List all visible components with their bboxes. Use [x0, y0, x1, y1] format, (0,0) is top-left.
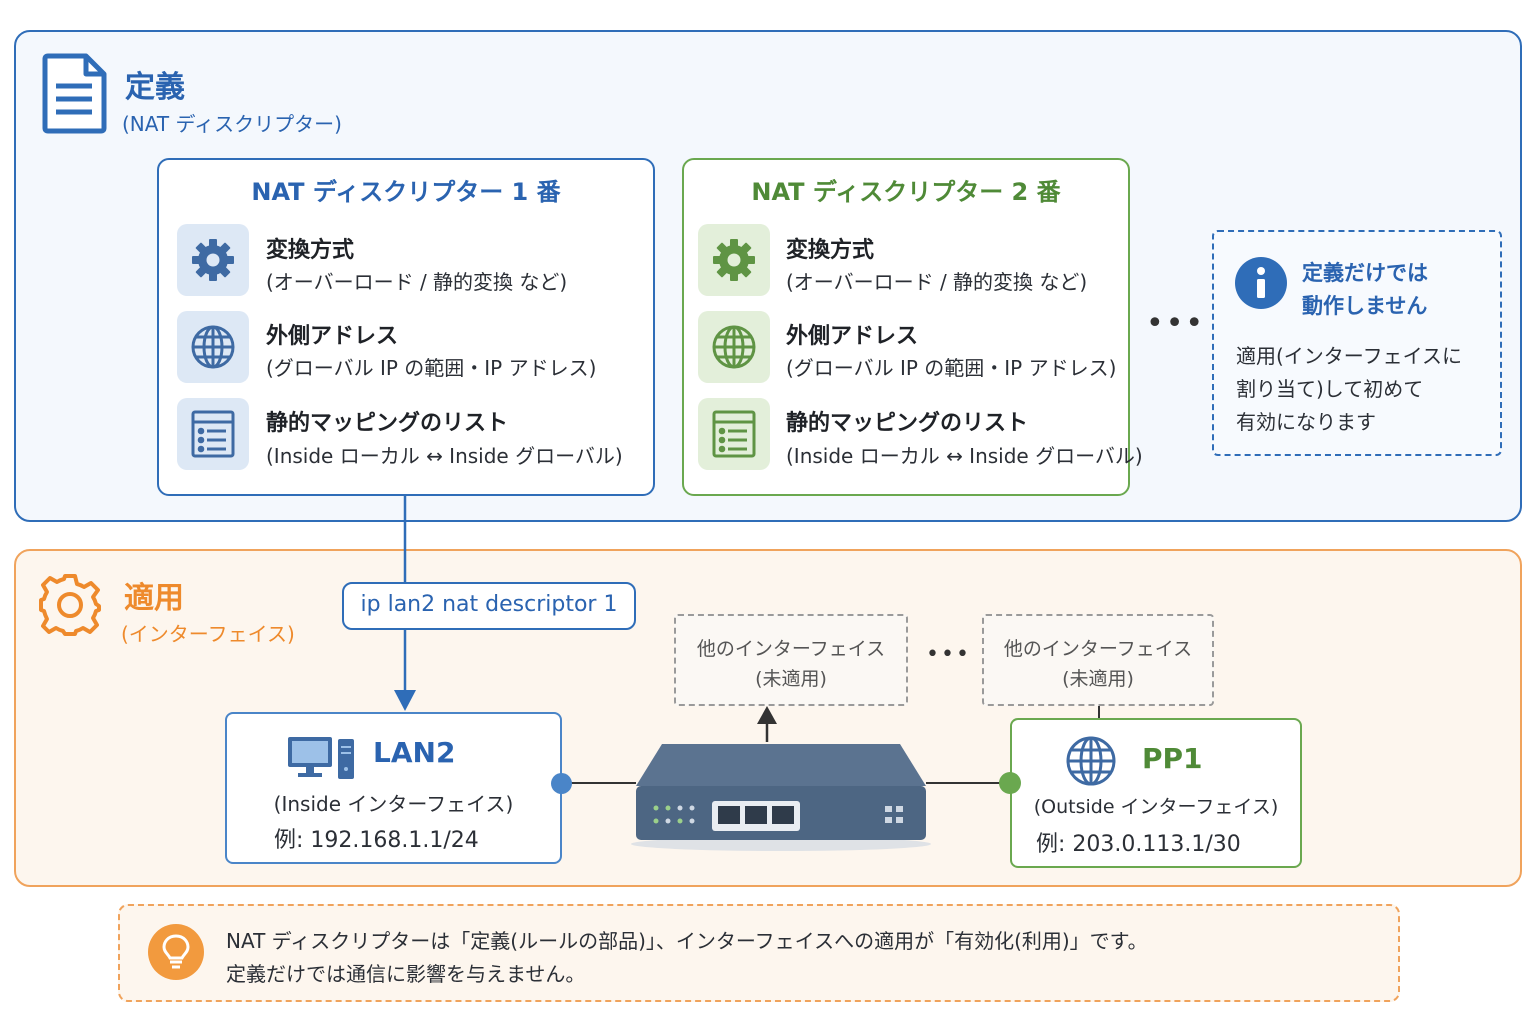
descriptor-1-row-3-desc: (Inside ローカル ↔ Inside グローバル)	[266, 444, 623, 468]
definition-subtitle: (NAT ディスクリプター)	[122, 112, 342, 136]
descriptor-1-row-2-desc: (グローバル IP の範囲・IP アドレス)	[266, 356, 597, 380]
document-icon	[42, 52, 108, 134]
pp1-port-dot	[999, 772, 1021, 794]
application-subtitle: (インターフェイス)	[121, 622, 295, 646]
lan2-interface-box	[225, 712, 562, 864]
other-interface-2	[982, 614, 1214, 706]
gear-icon	[698, 224, 770, 296]
descriptor-2-title: NAT ディスクリプター 2 番	[751, 178, 1061, 206]
other-interface-2-label: 他のインターフェイス	[1003, 638, 1193, 660]
pp1-interface-box	[1010, 718, 1302, 868]
descriptor-2-row-2-desc: (グローバル IP の範囲・IP アドレス)	[786, 356, 1117, 380]
command-box	[342, 582, 636, 630]
descriptor-2-row-2-label: 外側アドレス	[786, 324, 919, 349]
descriptor-1-title: NAT ディスクリプター 1 番	[251, 178, 561, 206]
other-interface-1	[674, 614, 908, 706]
lan2-port-dot	[551, 773, 572, 794]
other-interface-1-status: (未適用)	[755, 668, 827, 690]
settings-gear-icon	[36, 571, 104, 639]
globe-icon	[1064, 734, 1118, 788]
note-title-line-2: 動作しません	[1302, 294, 1428, 318]
descriptor-2-row-3-desc: (Inside ローカル ↔ Inside グローバル)	[786, 444, 1143, 468]
router-icon	[628, 740, 934, 852]
footer-line-1: NAT ディスクリプターは「定義(ルールの部品)」、インターフェイスへの適用が「…	[226, 929, 1148, 953]
computer-icon	[286, 735, 356, 781]
command-text: ip lan2 nat descriptor 1	[360, 592, 618, 617]
other-interface-1-label: 他のインターフェイス	[696, 638, 886, 660]
application-title: 適用	[124, 581, 184, 616]
list-icon	[698, 398, 770, 470]
globe-icon	[698, 311, 770, 383]
lan2-name: LAN2	[373, 736, 456, 769]
descriptor-2-row-1-desc: (オーバーロード / 静的変換 など)	[786, 270, 1088, 294]
pp1-role: (Outside インターフェイス)	[1033, 796, 1279, 818]
gear-icon	[177, 224, 249, 296]
note-body-line-1: 適用(インターフェイスに	[1236, 344, 1463, 368]
descriptor-1-row-1-desc: (オーバーロード / 静的変換 など)	[266, 270, 568, 294]
globe-icon	[177, 311, 249, 383]
note-body-line-3: 有効になります	[1236, 410, 1376, 434]
lan2-role: (Inside インターフェイス)	[273, 792, 514, 816]
lightbulb-icon	[147, 923, 205, 981]
lan2-example: 例: 192.168.1.1/24	[274, 828, 479, 853]
more-interfaces-ellipsis: •••	[926, 642, 971, 667]
descriptor-1-row-2-label: 外側アドレス	[266, 324, 399, 349]
footer-note	[118, 904, 1400, 1002]
note-title-line-1: 定義だけでは	[1302, 261, 1428, 285]
info-icon	[1234, 256, 1288, 310]
descriptor-1-row-3-label: 静的マッピングのリスト	[266, 411, 509, 436]
pp1-example: 例: 203.0.113.1/30	[1036, 832, 1241, 857]
descriptor-2-row-1-label: 変換方式	[786, 238, 875, 263]
other-interface-2-status: (未適用)	[1062, 668, 1134, 690]
footer-line-2: 定義だけでは通信に影響を与えません。	[226, 962, 586, 986]
definition-title: 定義	[125, 70, 185, 105]
note-body-line-2: 割り当て)して初めて	[1236, 377, 1424, 401]
list-icon	[177, 398, 249, 470]
descriptor-2-row-3-label: 静的マッピングのリスト	[786, 411, 1029, 436]
descriptor-1-row-1-label: 変換方式	[266, 238, 355, 263]
pp1-name: PP1	[1142, 742, 1203, 775]
more-descriptors-ellipsis: •••	[1146, 306, 1206, 341]
